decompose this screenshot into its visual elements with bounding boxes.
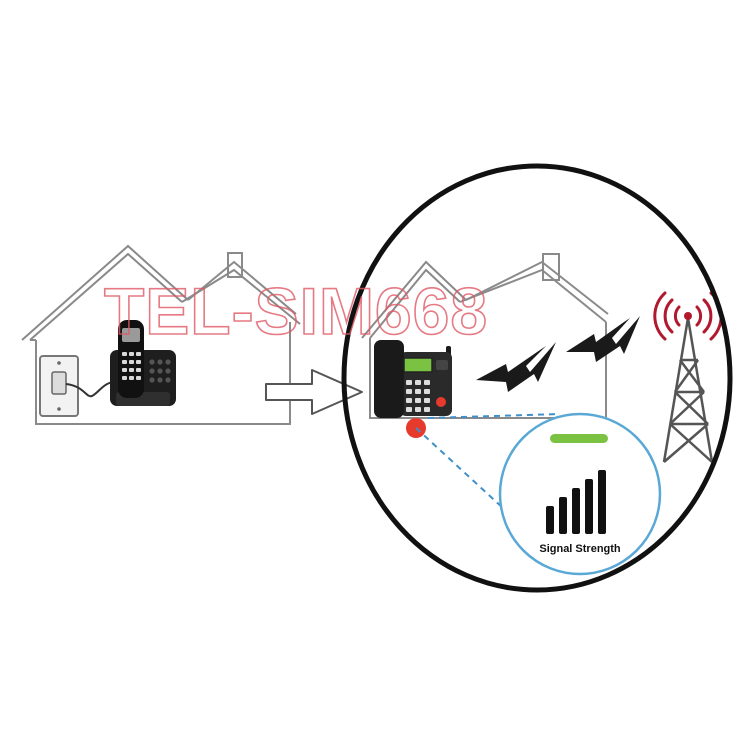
cordless-phone-icon <box>110 320 176 406</box>
zoom-bubble <box>341 163 733 593</box>
cellular-desk-phone-icon <box>374 340 452 418</box>
arrow-right <box>265 369 363 415</box>
signal-zoom-circle: Signal Strength <box>498 412 662 576</box>
dashed-link <box>415 413 561 521</box>
signal-bar <box>559 497 567 534</box>
cell-tower-icon <box>653 291 723 463</box>
signal-bar <box>572 488 580 534</box>
green-indicator <box>550 434 608 443</box>
signal-bars-icon <box>546 470 606 534</box>
lightning-signal-icon <box>476 316 640 392</box>
watermark: TEL-SIM668 <box>104 274 488 348</box>
signal-bar <box>598 470 606 534</box>
signal-strength-label: Signal Strength <box>539 543 621 555</box>
wall-jack-icon <box>39 355 79 417</box>
signal-bar <box>546 506 554 534</box>
signal-bar <box>585 479 593 534</box>
phone-cord <box>65 380 121 398</box>
left-house <box>21 244 301 425</box>
right-house <box>361 253 609 419</box>
